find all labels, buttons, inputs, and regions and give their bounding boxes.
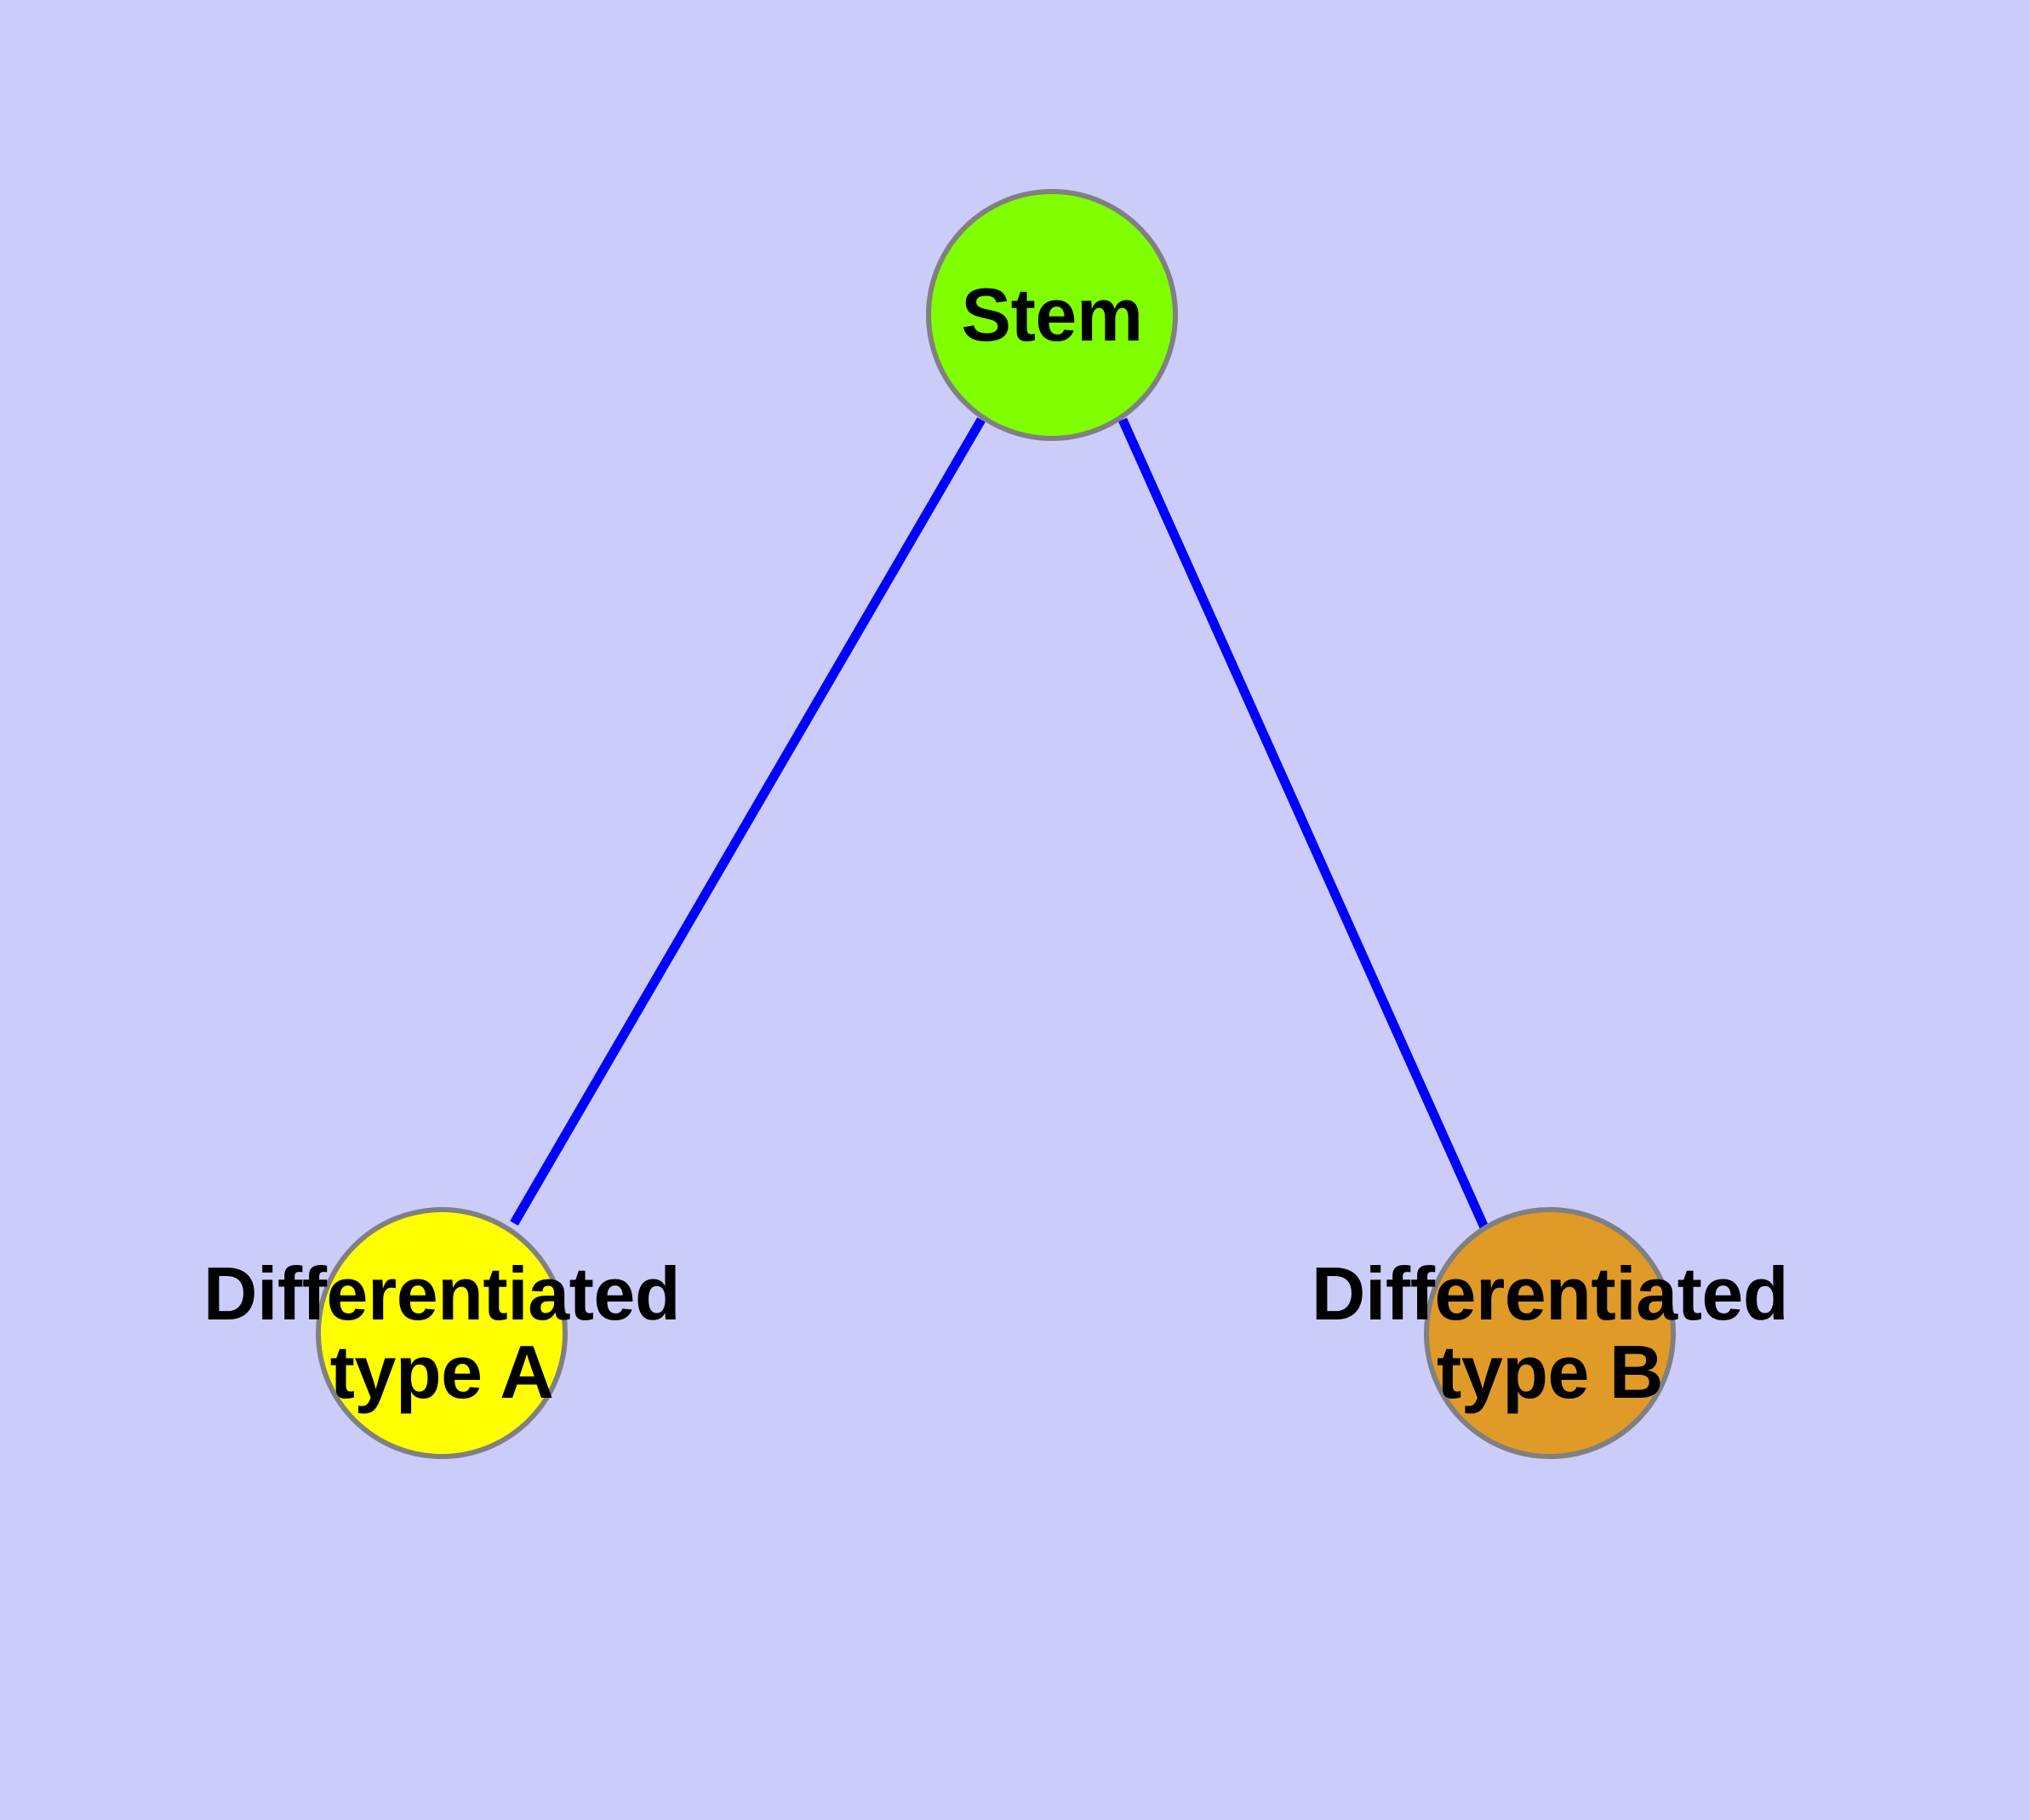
edge-stem-to-diff-a [510,417,986,1226]
node-differentiated-type-b[interactable] [1424,1207,1676,1459]
node-differentiated-type-a[interactable] [316,1207,568,1459]
node-stem[interactable] [926,189,1178,441]
edge-stem-to-diff-b [1117,417,1490,1232]
